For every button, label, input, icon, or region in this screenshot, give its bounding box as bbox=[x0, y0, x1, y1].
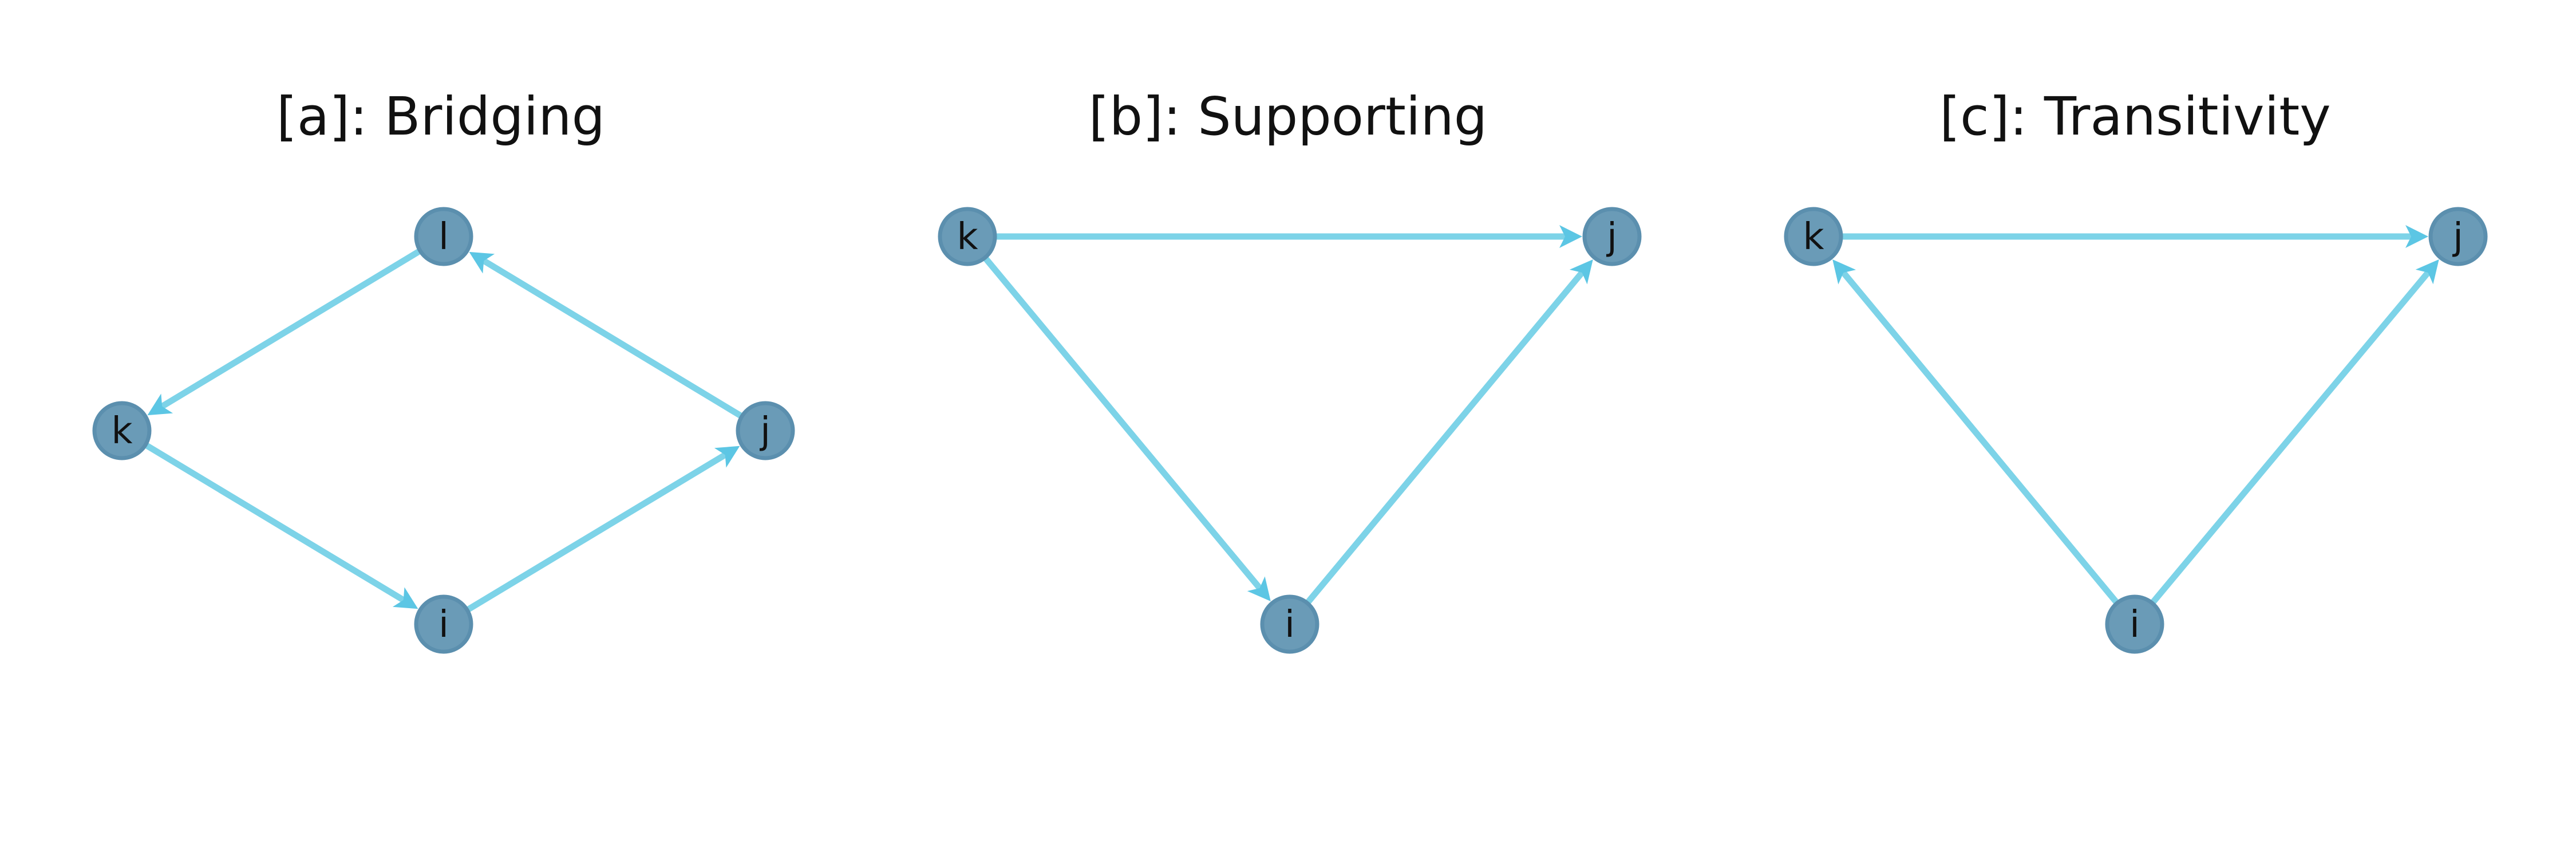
edge-line bbox=[1842, 271, 2119, 605]
node-j: j bbox=[1582, 207, 1642, 266]
node-i: i bbox=[1260, 594, 1319, 654]
edge-k-to-i bbox=[144, 443, 418, 609]
panel-b-nodes: k j i bbox=[938, 207, 1642, 654]
edge-line bbox=[466, 452, 726, 612]
node-circle bbox=[736, 401, 795, 460]
edge-line bbox=[2150, 271, 2430, 605]
arrow-head bbox=[147, 393, 173, 416]
node-k: k bbox=[92, 401, 152, 460]
arrow-head bbox=[1247, 576, 1271, 601]
node-circle bbox=[414, 207, 473, 266]
node-label: k bbox=[957, 216, 978, 258]
panel-a-bridging: [a]: Bridging l k j i bbox=[92, 86, 795, 654]
edge-line bbox=[1305, 271, 1584, 605]
node-label: i bbox=[438, 604, 449, 646]
edge-line bbox=[144, 443, 405, 602]
edge-line bbox=[483, 258, 743, 419]
edge-j-to-l bbox=[469, 251, 743, 419]
arrow-head bbox=[1559, 225, 1582, 248]
panel-c-nodes: k j i bbox=[1784, 207, 2488, 654]
edge-i-to-j bbox=[2150, 259, 2439, 605]
node-label: k bbox=[1803, 216, 1824, 258]
panel-b-title: [b]: Supporting bbox=[1089, 86, 1487, 147]
edge-i-to-j bbox=[466, 446, 740, 612]
node-circle bbox=[1784, 207, 1843, 266]
panel-b-edges bbox=[983, 225, 1593, 605]
edge-k-to-i bbox=[983, 256, 1271, 601]
edge-i-to-k bbox=[1832, 259, 2119, 605]
node-label: k bbox=[111, 410, 132, 452]
node-label: i bbox=[2129, 604, 2140, 646]
edge-i-to-j bbox=[1305, 259, 1593, 605]
edge-k-to-j bbox=[994, 225, 1582, 248]
panel-c-edges bbox=[1832, 225, 2439, 605]
node-circle bbox=[414, 594, 473, 654]
node-label: i bbox=[1285, 604, 1295, 646]
arrow-head bbox=[392, 587, 418, 609]
node-i: i bbox=[2105, 594, 2164, 654]
node-label: l bbox=[438, 216, 449, 258]
node-circle bbox=[2428, 207, 2488, 266]
node-j: j bbox=[736, 401, 795, 460]
node-j: j bbox=[2428, 207, 2488, 266]
node-label: j bbox=[759, 410, 771, 452]
arrow-head bbox=[1832, 259, 1856, 285]
node-circle bbox=[938, 207, 997, 266]
node-label: j bbox=[2452, 216, 2463, 258]
edge-k-to-j bbox=[1840, 225, 2428, 248]
node-k: k bbox=[1784, 207, 1843, 266]
panel-b-supporting: [b]: Supporting k j i bbox=[938, 86, 1642, 654]
node-circle bbox=[1260, 594, 1319, 654]
arrow-head bbox=[2405, 225, 2428, 248]
panel-c-transitivity: [c]: Transitivity k j i bbox=[1784, 86, 2488, 654]
node-l: l bbox=[414, 207, 473, 266]
edge-l-to-k bbox=[147, 249, 421, 416]
node-circle bbox=[1582, 207, 1642, 266]
node-k: k bbox=[938, 207, 997, 266]
node-label: j bbox=[1606, 216, 1617, 258]
edge-line bbox=[983, 256, 1262, 590]
panel-c-title: [c]: Transitivity bbox=[1939, 86, 2330, 147]
node-circle bbox=[92, 401, 152, 460]
arrow-head bbox=[2415, 259, 2439, 285]
node-circle bbox=[2105, 594, 2164, 654]
arrow-head bbox=[469, 251, 495, 274]
panel-a-nodes: l k j i bbox=[92, 207, 795, 654]
arrow-head bbox=[1569, 259, 1593, 285]
panel-a-title: [a]: Bridging bbox=[276, 86, 605, 147]
panel-a-edges bbox=[144, 249, 743, 612]
node-i: i bbox=[414, 594, 473, 654]
edge-line bbox=[161, 249, 421, 409]
arrow-head bbox=[714, 446, 740, 468]
